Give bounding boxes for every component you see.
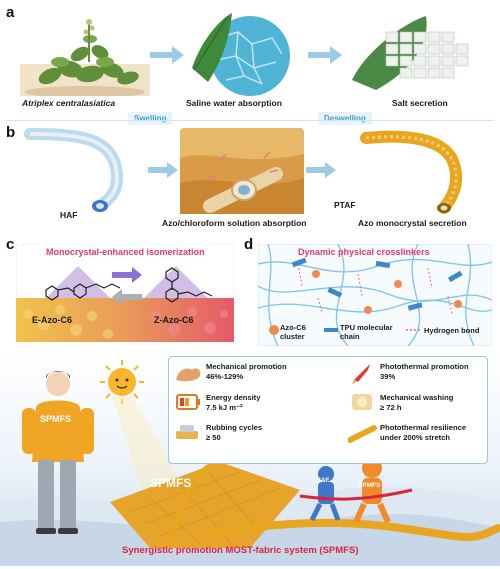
- feature-photothermal-resilience: Photothermal resilience under 200% stret…: [380, 423, 467, 442]
- arrow-right-icon: [306, 162, 336, 178]
- caption-atriplex: Atriplex centralasiatica: [22, 98, 116, 108]
- deswelling-label: Deswelling: [318, 112, 372, 125]
- caption-haf: HAF: [60, 210, 78, 220]
- features-box: [168, 356, 488, 464]
- feature-mechanical-washing: Mechanical washing ≥ 72 h: [380, 393, 454, 412]
- legend-azo-cluster: Azo-C6 cluster: [280, 323, 306, 341]
- haf-fiber-illustration: [24, 128, 123, 212]
- feature-photothermal-promotion: Photothermal promotion 39%: [380, 362, 469, 381]
- feature-mechanical-promotion: Mechanical promotion 46%-129%: [206, 362, 287, 381]
- legend-tpu-chain: TPU molecular chain: [340, 323, 393, 341]
- person-illustration: [22, 371, 94, 534]
- salt-secretion-illustration: [352, 16, 469, 90]
- panel-label-a: a: [6, 4, 15, 21]
- panel-d-title: Dynamic physical crosslinkers: [298, 247, 430, 257]
- panel-label-b: b: [6, 124, 16, 141]
- sun-icon: [100, 360, 144, 404]
- feature-rubbing-cycles: Rubbing cycles ≥ 50: [206, 423, 263, 442]
- panel-label-c: c: [6, 236, 15, 253]
- rocket-icon: [352, 364, 370, 384]
- caption-saline: Saline water absorption: [186, 98, 282, 108]
- divider: [6, 120, 494, 121]
- saline-absorption-illustration: [192, 13, 290, 96]
- muscle-icon: [176, 368, 201, 382]
- caption-azo-absorption: Azo/chloroform solution absorption: [162, 218, 307, 228]
- rubbing-icon: [176, 425, 198, 439]
- fabric-label: SPMFS: [150, 476, 192, 490]
- z-azo-label: Z-Azo-C6: [154, 315, 194, 325]
- arrow-right-icon: [308, 46, 342, 64]
- battery-icon: [176, 394, 200, 410]
- crosslinker-network-illustration: [258, 244, 492, 346]
- azo-absorption-illustration: [180, 128, 304, 214]
- runner-label-spmfs: SPMFS: [358, 482, 381, 489]
- ptaf-fiber-illustration: [360, 130, 463, 214]
- arrow-right-icon: [148, 162, 178, 178]
- legend-hydrogen-bond: Hydrogen bond: [424, 326, 480, 335]
- runner-label-haf: HAF: [316, 477, 330, 484]
- panel-c-title: Monocrystal-enhanced isomerization: [46, 247, 205, 257]
- caption-salt-secretion: Salt secretion: [392, 98, 448, 108]
- swelling-label: Swelling: [128, 112, 173, 125]
- panel-label-d: d: [244, 236, 254, 253]
- washing-icon: [352, 394, 372, 410]
- bottom-title: Synergistic promotion MOST-fabric system…: [122, 545, 359, 556]
- caption-ptaf: PTAF: [334, 200, 356, 210]
- person-badge: SPMFS: [40, 414, 72, 424]
- arrow-right-icon: [150, 46, 184, 64]
- e-azo-label: E-Azo-C6: [32, 315, 72, 325]
- plant-illustration: [20, 19, 150, 96]
- isomerization-illustration: [16, 244, 234, 342]
- caption-azo-secretion: Azo monocrystal secretion: [358, 218, 467, 228]
- feature-energy-density: Energy density 7.5 kJ m⁻²: [206, 393, 261, 412]
- stretch-icon: [348, 425, 377, 443]
